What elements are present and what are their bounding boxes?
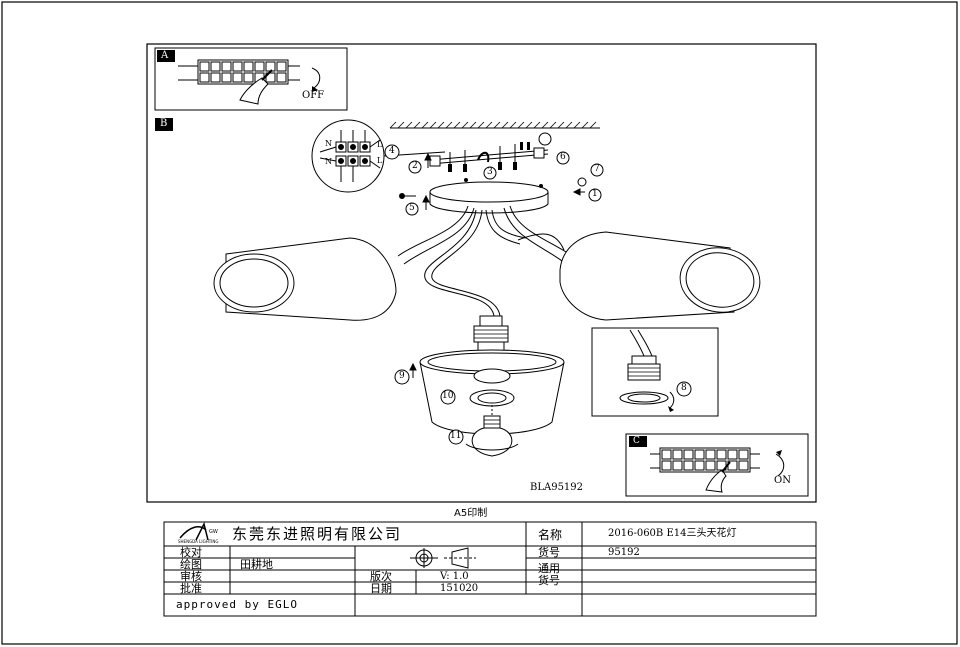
connector-n-top: N [325,139,332,148]
logo-text: SHENGDA LIGHTING [178,539,219,544]
terminal-block-icon [178,59,300,85]
step-2: 2 [412,161,418,171]
draw-label: 绘图 [180,558,202,571]
wiring-detail-circle [311,119,446,193]
general-item-label-2: 货号 [538,574,560,587]
panel-b-label: B [160,118,168,129]
canopy [429,178,549,214]
cap-nut-icon [577,177,587,187]
review-label: 审核 [180,570,202,583]
step-5: 5 [409,203,415,213]
company-logo-icon [179,521,209,541]
ceiling-hatch [389,121,600,129]
right-lamp-shade [559,231,761,321]
light-bulb-icon [465,415,519,457]
date-value: 151020 [440,583,479,594]
step-10: 10 [442,391,454,401]
name-label: 名称 [538,528,563,542]
off-label: OFF [302,90,325,101]
ring-detail-panel [591,327,719,417]
general-item-label-1: 通用 [538,562,560,575]
date-label: 日期 [370,582,392,595]
approved-by-text: approved by EGLO [176,598,298,611]
connector-l-top: L [377,140,383,149]
version-label: 版次 [370,570,392,583]
lamp-arms [397,205,573,317]
connector-n-bottom: N [325,157,332,166]
item-no-value: 95192 [608,547,640,558]
step-9: 9 [399,371,405,381]
step-6: 6 [560,152,566,162]
drawing-frame [146,43,817,503]
step-3: 3 [487,167,493,177]
panel-c [625,433,809,497]
step-1: 1 [592,189,598,199]
print-size-note: A5印制 [454,508,488,519]
mounting-bracket [429,142,549,172]
model-code: BLA95192 [530,482,584,493]
projection-symbol-icon [410,547,476,569]
panel-b-marker [155,118,173,131]
step-8: 8 [681,383,687,393]
draw-value: 田耕地 [240,558,273,571]
step-markers [384,132,692,445]
bottom-lamp-shade [419,349,565,435]
version-value: V: 1.0 [440,571,469,582]
panel-c-label: C [633,436,640,446]
name-value: 2016-060B E14三头天花灯 [608,528,737,539]
step-11: 11 [450,431,462,441]
panel-a-label: A [161,50,169,61]
step-7: 7 [594,164,600,174]
check-label: 校对 [180,546,202,559]
company-name: 东莞东进照明有限公司 [232,525,403,543]
step-arrows [409,152,585,378]
panel-a [154,47,348,111]
item-no-label: 货号 [538,546,560,559]
hand-screwdriver-icon [239,77,269,105]
on-label: ON [774,475,791,486]
screw-icon [399,193,416,199]
left-lamp-shade [213,237,397,321]
rotate-arrow-icon [311,67,321,89]
approve-label: 批准 [180,582,202,595]
step-4: 4 [389,146,395,156]
connector-l-bottom: L [377,156,383,165]
logo-mark: GW [209,529,218,535]
